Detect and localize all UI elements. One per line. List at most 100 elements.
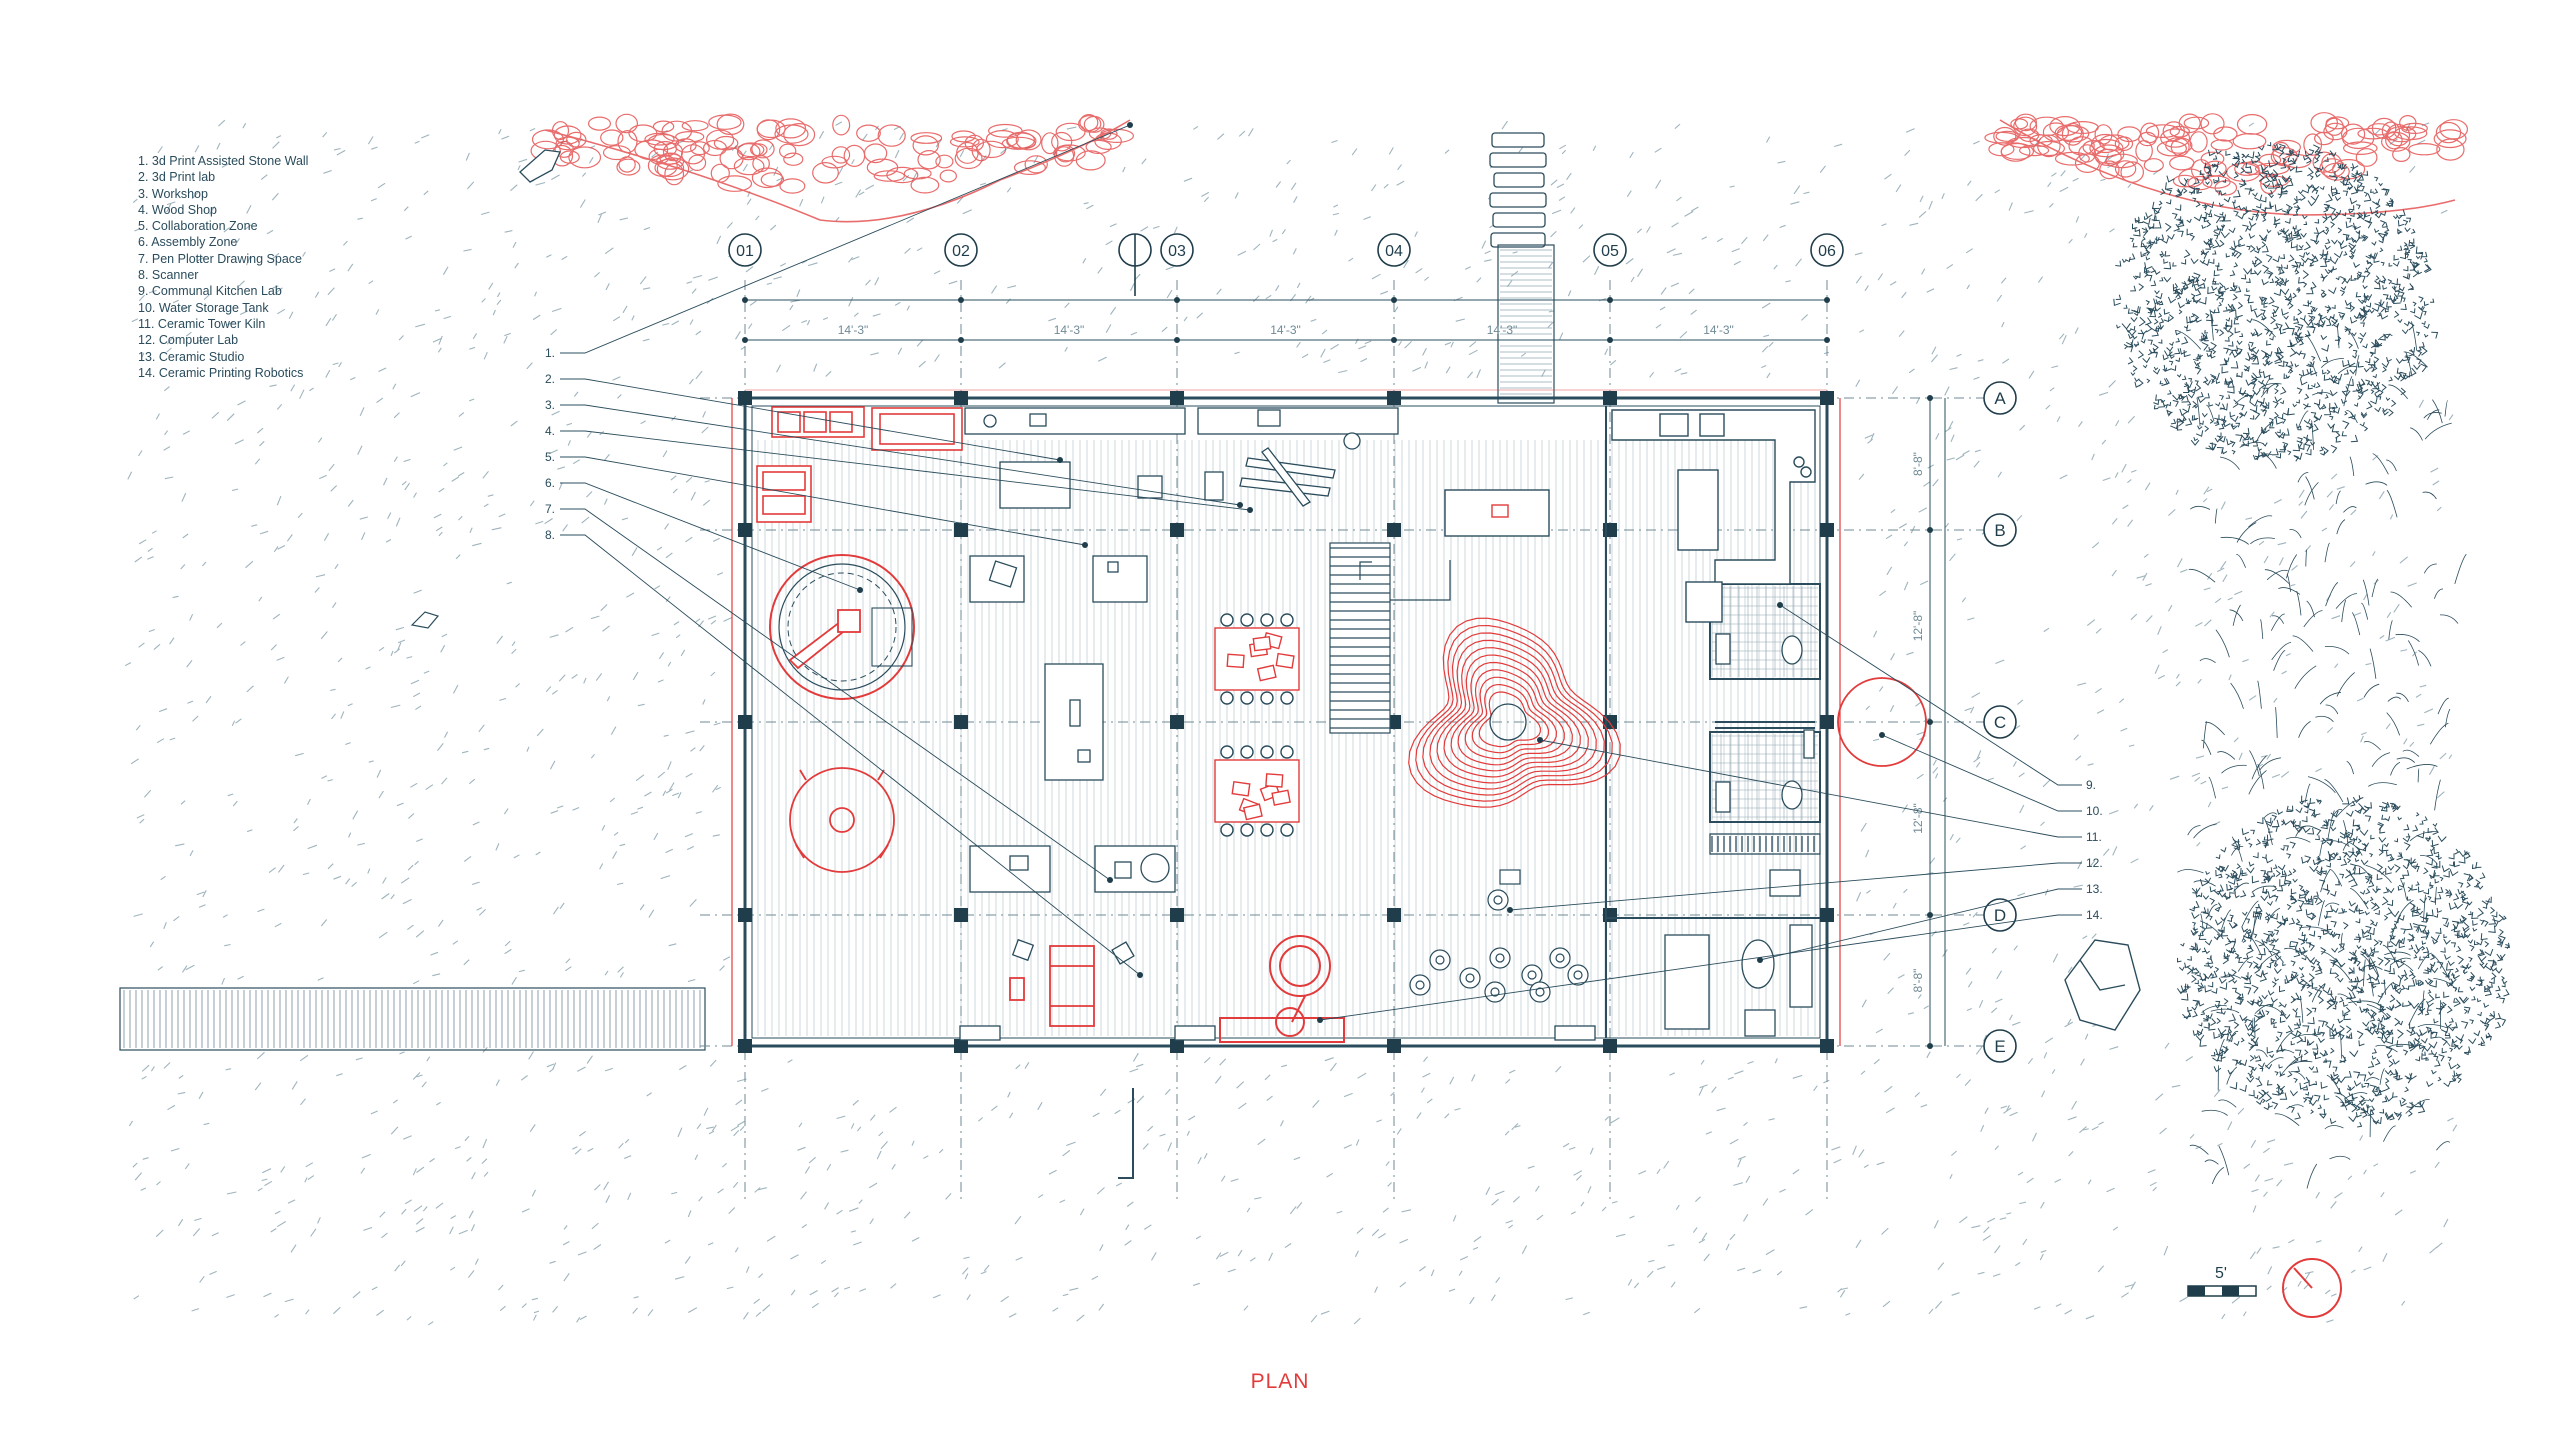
water-storage-tank [1837,677,1927,767]
3d-print-lab-equipment [756,406,963,523]
bay-dimension-label: 14'-3" [1487,323,1518,337]
boardwalk-west [123,990,701,1048]
row-bubble-label: B [1994,521,2005,540]
row-bubble [1983,513,2017,547]
entry-steps-north [1489,132,1547,248]
column-bubble-label: 03 [1168,243,1186,260]
entry-ramp-north [1500,249,1552,395]
assembly-tables [1214,613,1300,837]
legend-item: 7. Pen Plotter Drawing Space [138,251,302,266]
row-dimension-label: 8'-8" [1911,969,1925,993]
row-dimension-label: 12'-8" [1911,803,1925,834]
ceramic-printing-robot [1219,935,1345,1043]
boulder-northwest [519,149,561,183]
site-grass-texture [124,119,2458,1326]
plotter-chairs [959,938,1596,1041]
pen-plotter [1009,945,1095,1027]
column-bubble-label: 06 [1818,243,1836,260]
column-bubble [1593,233,1627,267]
callout-number-left: 6. [545,476,555,490]
stone-printer-ring [769,554,915,700]
building-floorboards [757,440,1816,1036]
callout-number-left: 1. [545,346,555,360]
tree-canopy-north [2113,142,2439,462]
dimension-line-top [745,299,1827,341]
bay-dimension-label: 14'-3" [1054,323,1085,337]
kitchen-counter [1611,409,1816,623]
row-bubble-label: A [1994,389,2006,408]
row-bubble [1983,381,2017,415]
stone-wall-north-west [530,113,1135,223]
bay-dimension-label: 14'-3" [1270,323,1301,337]
row-bubble-label: D [1994,906,2006,925]
callout-number-right: 9. [2086,778,2096,792]
boulder-east [2064,939,2141,1031]
row-bubble [1983,898,2017,932]
row-bubble-label: C [1994,713,2006,732]
legend-item: 5. Collaboration Zone [138,219,258,234]
column-bubble [1810,233,1844,267]
callout-number-left: 8. [545,528,555,542]
callout-number-left: 5. [545,450,555,464]
row-bubble [1983,1029,2017,1063]
legend-item: 2. 3d Print lab [138,170,216,185]
legend-item: 4. Wood Shop [138,202,217,217]
callout-number-right: 10. [2086,804,2103,818]
legend-item: 14. Ceramic Printing Robotics [138,365,304,380]
column-bubble [1377,233,1411,267]
stair [1329,542,1451,734]
column-bubble-label: 04 [1385,243,1403,260]
legend-item: 13. Ceramic Studio [138,349,245,364]
callout-number-right: 13. [2086,882,2103,896]
north-arrow [2282,1258,2342,1318]
scale-label: 5' [2215,1265,2227,1282]
legend-item: 9. Communal Kitchen Lab [138,284,282,299]
legend-item: 8. Scanner [138,268,199,283]
computer-lab-seating [1409,869,1589,1003]
legend-item: 6. Assembly Zone [138,235,238,250]
callout-number-left: 2. [545,372,555,386]
bay-dimensions: 14'-3" 14'-3" 14'-3" 14'-3" 14'-3" [742,297,1830,343]
callout-number-right: 14. [2086,908,2103,922]
callout-number-left: 3. [545,398,555,412]
boulder-small-west [410,611,440,629]
structural-columns [738,391,1834,1053]
callout-leader-lines [560,122,2082,1023]
row-dimension-label: 12'-8" [1911,611,1925,642]
bay-dimension-label: 14'-3" [1703,323,1734,337]
tree-canopy-south [2176,795,2511,1128]
column-bubble-label: 05 [1601,243,1619,260]
bench-rack [1709,833,1821,855]
ceramic-tower-kiln [1408,617,1621,808]
legend-item: 12. Computer Lab [138,333,239,348]
row-bubble [1983,705,2017,739]
row-bubble-label: E [1994,1037,2005,1056]
round-worktable-west [789,767,895,873]
bay-dimension-label: 14'-3" [838,323,869,337]
column-bubble-label: 02 [952,243,970,260]
callout-labels-right: 9.10.11.12.13.14. [2086,778,2103,922]
shrubs-east [2175,309,2467,1189]
column-bubble [1160,233,1194,267]
callout-number-right: 11. [2086,830,2102,844]
column-bubble-label: 01 [736,243,754,260]
scale-bar: 5' [2187,1265,2257,1297]
room-legend: 1. 3d Print Assisted Stone Wall 2. 3d Pri… [138,153,308,381]
workshop-benches [964,407,1399,509]
ceramic-studio-table [1664,869,1813,1037]
row-grid-bubbles: A B C D E [1983,381,2017,1063]
stone-wall-north-east [1984,112,2468,216]
column-bubble [944,233,978,267]
legend-item: 3. Workshop [138,186,208,201]
column-grid-bubbles: 01 02 03 04 05 06 [728,233,1844,296]
row-dimension-label: 8'-8" [1911,452,1925,476]
legend-item: 1. 3d Print Assisted Stone Wall [138,154,309,168]
callout-number-left: 4. [545,424,555,438]
row-dimensions: 8'-8" 12'-8" 12'-8" 8'-8" [1911,395,1933,1049]
legend-item: 11. Ceramic Tower Kiln [138,316,266,331]
section-marker-south [1118,1088,1134,1179]
callout-labels-left: 1.2.3.4.5.6.7.8. [545,346,555,542]
legend-item: 10. Water Storage Tank [138,300,269,315]
